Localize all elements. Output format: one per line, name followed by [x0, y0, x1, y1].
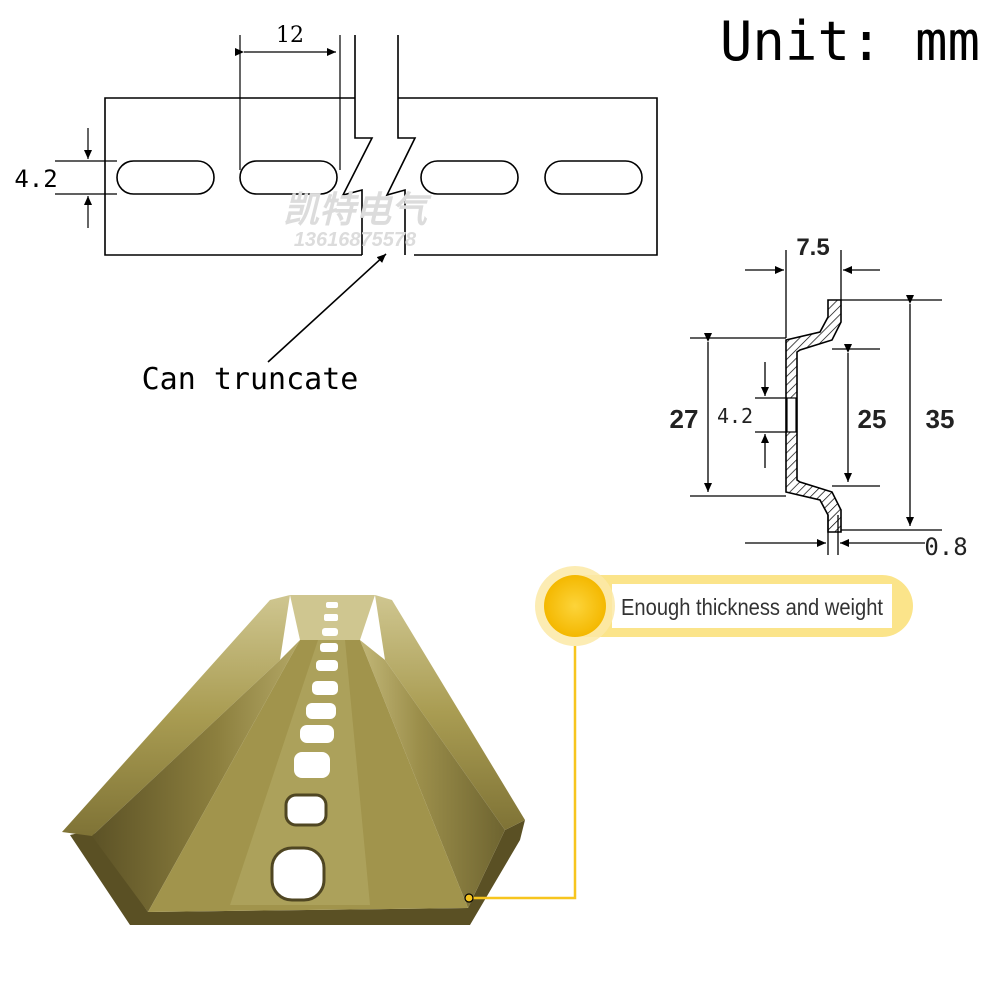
badge-text: Enough thickness and weight — [621, 594, 884, 620]
slot-4 — [544, 160, 643, 195]
rail-right-flange — [375, 595, 525, 830]
badge-leader-end — [464, 893, 474, 903]
strip-outline-left — [104, 97, 362, 256]
rail-hole-2 — [324, 614, 338, 621]
break-line-left — [341, 35, 374, 255]
slot-length-label: 12 — [276, 23, 304, 48]
rail-hole-11 — [272, 848, 324, 900]
rail-left-flange — [62, 595, 290, 836]
rail-hole-10 — [286, 795, 326, 825]
total-height-label: 35 — [926, 404, 955, 434]
flange-width-label: 7.5 — [796, 234, 829, 261]
profile-slot-label: 4.2 — [717, 404, 753, 428]
profile-section — [690, 250, 942, 555]
truncate-leader — [267, 253, 387, 363]
rail-photo — [62, 595, 525, 925]
rail-hole-9 — [294, 752, 330, 778]
break-line-right — [385, 35, 417, 255]
rail-hole-4 — [320, 643, 338, 652]
profile-hatch — [785, 299, 842, 533]
unit-label: Unit: mm — [720, 10, 980, 73]
truncate-label: Can truncate — [142, 362, 359, 397]
rail-left-wall — [92, 640, 300, 912]
slot-3 — [420, 160, 519, 195]
badge-leader — [472, 646, 577, 900]
badge-label-bg — [612, 584, 892, 628]
rail-hole-5 — [316, 660, 338, 671]
strip-outline-right — [398, 97, 658, 256]
slot-2 — [239, 160, 338, 195]
rail-hole-rim-10 — [284, 793, 328, 827]
inner-height-label: 27 — [670, 404, 699, 434]
rail-hole-6 — [312, 681, 338, 695]
strip-drawing — [55, 35, 658, 363]
badge-dot — [544, 575, 606, 637]
slot-width-label: 4.2 — [14, 165, 57, 193]
rail-right-wall — [360, 640, 505, 908]
rail-hole-8 — [300, 725, 334, 743]
watermark-text: 凯特电气 — [283, 189, 432, 230]
web-height-label: 25 — [858, 404, 887, 434]
rail-hole-1 — [326, 602, 338, 608]
rail-hole-rim-11 — [270, 846, 326, 902]
profile-slot — [786, 397, 797, 433]
watermark-phone: 13616875578 — [294, 229, 417, 251]
slot-1 — [116, 160, 215, 195]
thickness-badge: Enough thickness and weight — [464, 566, 913, 903]
rail-hole-3 — [322, 628, 338, 636]
rail-hole-7 — [306, 703, 336, 719]
thickness-label: 0.8 — [924, 533, 967, 561]
